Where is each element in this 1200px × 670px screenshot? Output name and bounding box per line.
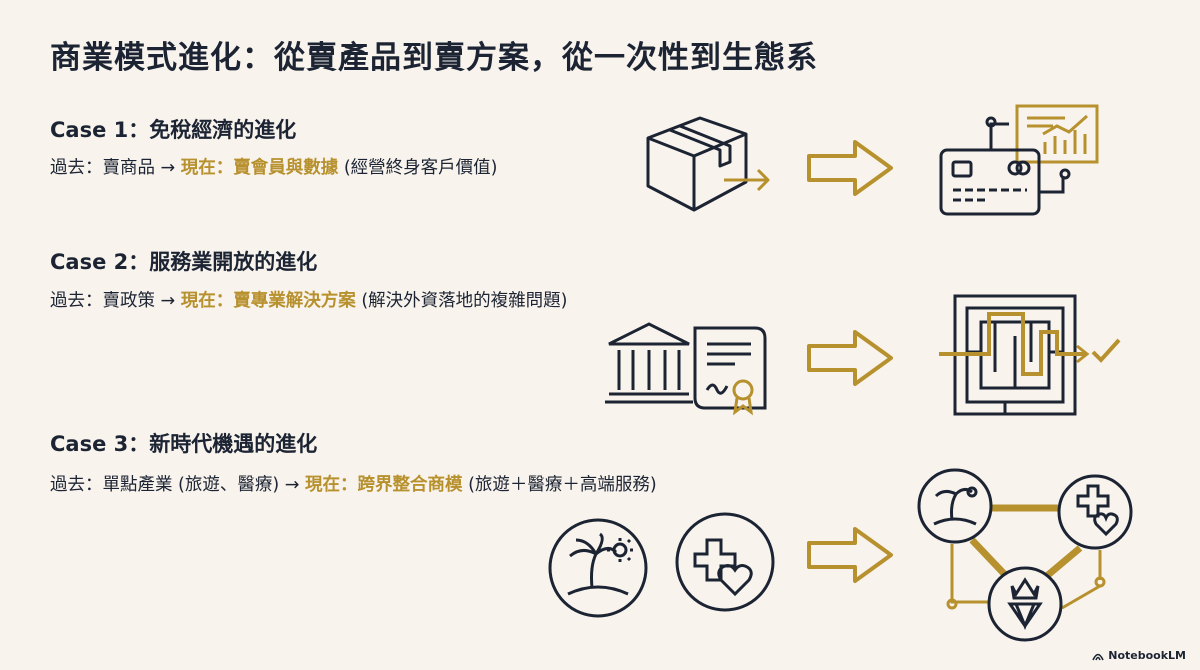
arrow-right-icon (807, 527, 893, 583)
case-3-note: (旅遊＋醫療＋高端服務) (462, 475, 657, 495)
medical-heart-icon (675, 512, 775, 612)
maze-solution-icon (939, 294, 1121, 416)
case-2-note: (解決外資落地的複雜問題) (355, 291, 568, 311)
travel-island-icon (548, 518, 648, 618)
arrow-right-icon (807, 140, 893, 196)
case-1-heading: Case 1：免稅經濟的進化 (50, 118, 297, 142)
membership-card-data-icon (939, 104, 1099, 216)
package-box-icon (646, 116, 770, 212)
case-1-now: 現在：賣會員與數據 (180, 158, 339, 178)
case-3-past: 過去：單點產業 (旅遊、醫療) → (50, 475, 306, 495)
case-1-past: 過去：賣商品 → (50, 158, 181, 178)
notebooklm-watermark: NotebookLM (1092, 649, 1186, 662)
case-2-past: 過去：賣政策 → (50, 291, 181, 311)
case-3-description: 過去：單點產業 (旅遊、醫療) → 現在：跨界整合商模 (旅遊＋醫療＋高端服務) (50, 471, 657, 496)
case-1-description: 過去：賣商品 → 現在：賣會員與數據 (經營終身客戶價值) (50, 154, 498, 179)
notebooklm-logo-icon (1092, 653, 1104, 660)
case-3-now: 現在：跨界整合商模 (305, 475, 463, 495)
case-1-note: (經營終身客戶價值) (338, 158, 498, 178)
case-2-heading: Case 2：服務業開放的進化 (50, 250, 318, 274)
government-policy-document-icon (605, 322, 767, 416)
brand-name: NotebookLM (1108, 649, 1186, 662)
arrow-right-icon (807, 330, 893, 386)
case-3-heading: Case 3：新時代機遇的進化 (50, 432, 318, 456)
cross-industry-ecosystem-icon (917, 468, 1133, 642)
case-2-description: 過去：賣政策 → 現在：賣專業解決方案 (解決外資落地的複雜問題) (50, 287, 568, 312)
page-title: 商業模式進化：從賣產品到賣方案，從一次性到生態系 (50, 40, 818, 76)
case-2-now: 現在：賣專業解決方案 (180, 291, 356, 311)
